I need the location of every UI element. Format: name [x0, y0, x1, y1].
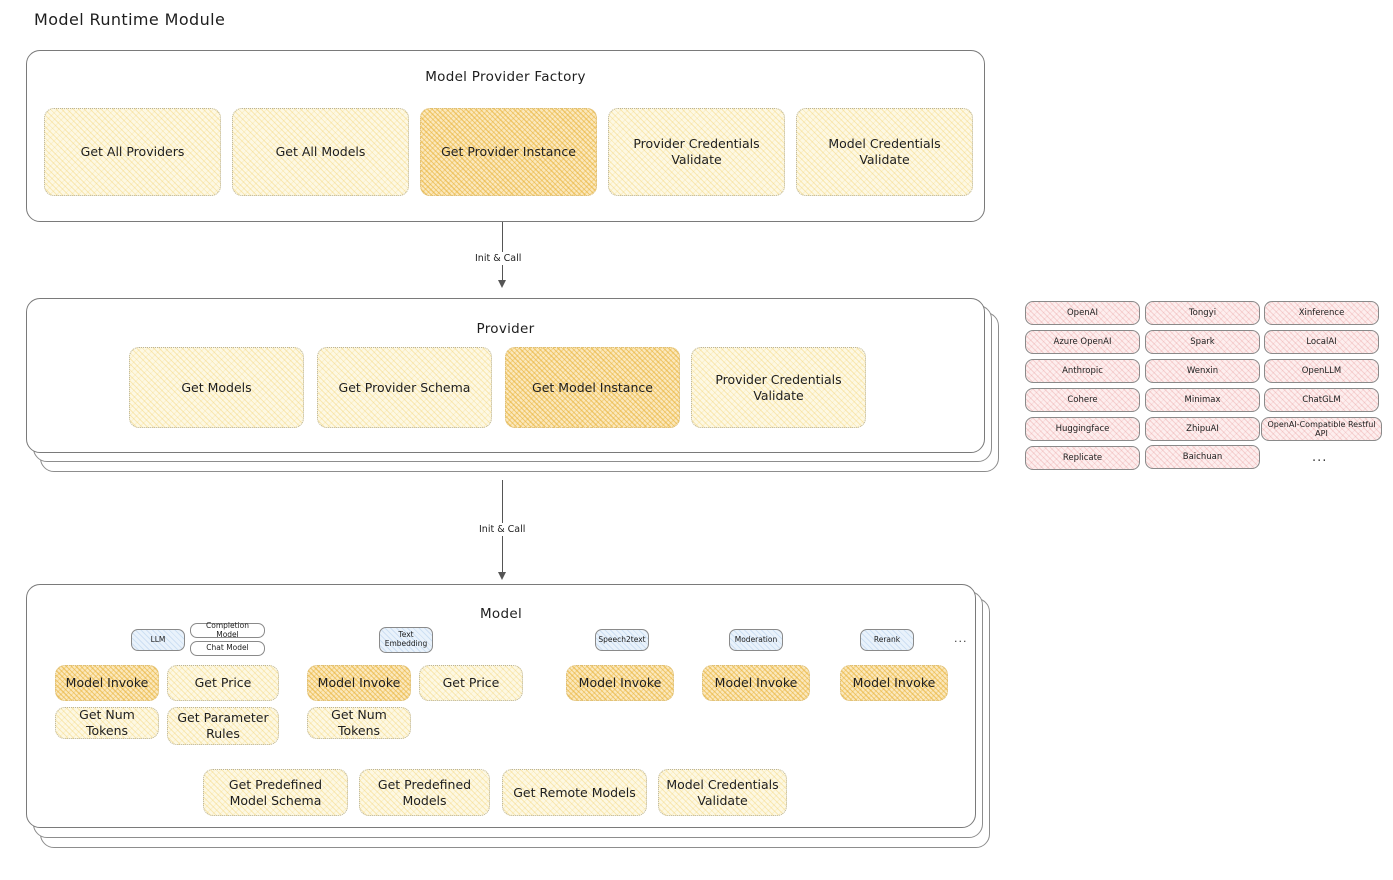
model-provider-factory-title: Model Provider Factory: [425, 69, 586, 85]
node-moderation-model-invoke[interactable]: Model Invoke: [702, 665, 810, 701]
arrow-provider-to-model-label: Init & Call: [476, 523, 529, 536]
node-get-all-providers[interactable]: Get All Providers: [44, 108, 221, 196]
node-get-remote-models[interactable]: Get Remote Models: [502, 769, 647, 816]
provider-chip-cohere[interactable]: Cohere: [1025, 388, 1140, 412]
arrow-factory-to-provider-head: [498, 280, 506, 288]
provider-chip-minimax[interactable]: Minimax: [1145, 388, 1260, 412]
provider-chip-baichuan[interactable]: Baichuan: [1145, 445, 1260, 469]
node-llm-get-num-tokens[interactable]: Get Num Tokens: [55, 707, 159, 739]
node-embedding-get-price[interactable]: Get Price: [419, 665, 523, 701]
provider-chip-wenxin[interactable]: Wenxin: [1145, 359, 1260, 383]
model-panel: Model LLM Completion Model Chat Model Te…: [26, 584, 976, 828]
provider-chip-openai-compatible-restful-api[interactable]: OpenAI-Compatible Restful API: [1261, 417, 1382, 441]
provider-panel: Provider Get Models Get Provider Schema …: [26, 298, 985, 453]
model-type-tag-speech2text[interactable]: Speech2text: [595, 629, 649, 651]
node-get-model-instance[interactable]: Get Model Instance: [505, 347, 680, 428]
provider-chip-tongyi[interactable]: Tongyi: [1145, 301, 1260, 325]
node-get-predefined-model-schema[interactable]: Get Predefined Model Schema: [203, 769, 348, 816]
provider-chip-azure-openai[interactable]: Azure OpenAI: [1025, 330, 1140, 354]
model-type-tag-moderation[interactable]: Moderation: [729, 629, 783, 651]
model-subtag-completion-model[interactable]: Completion Model: [190, 621, 265, 638]
node-get-provider-schema[interactable]: Get Provider Schema: [317, 347, 492, 428]
provider-chip-zhipuai[interactable]: ZhipuAI: [1145, 417, 1260, 441]
provider-chip-localai[interactable]: LocalAI: [1264, 330, 1379, 354]
node-embedding-get-num-tokens[interactable]: Get Num Tokens: [307, 707, 411, 739]
arrow-provider-to-model-head: [498, 572, 506, 580]
node-llm-get-price[interactable]: Get Price: [167, 665, 279, 701]
provider-chip-chatglm[interactable]: ChatGLM: [1264, 388, 1379, 412]
provider-chip-spark[interactable]: Spark: [1145, 330, 1260, 354]
model-types-more: ...: [954, 632, 968, 645]
node-llm-get-parameter-rules[interactable]: Get Parameter Rules: [167, 707, 279, 745]
node-get-all-models[interactable]: Get All Models: [232, 108, 409, 196]
node-embedding-model-invoke[interactable]: Model Invoke: [307, 665, 411, 701]
node-get-predefined-models[interactable]: Get Predefined Models: [359, 769, 490, 816]
provider-chip-huggingface[interactable]: Huggingface: [1025, 417, 1140, 441]
model-type-tag-rerank[interactable]: Rerank: [860, 629, 914, 651]
provider-title: Provider: [476, 321, 535, 337]
node-get-models[interactable]: Get Models: [129, 347, 304, 428]
node-provider-credentials-validate[interactable]: Provider Credentials Validate: [608, 108, 785, 196]
model-type-tag-text-embedding[interactable]: Text Embedding: [379, 627, 433, 653]
node-llm-model-invoke[interactable]: Model Invoke: [55, 665, 159, 701]
node-provider-credentials-validate-2[interactable]: Provider Credentials Validate: [691, 347, 866, 428]
node-model-credentials-validate[interactable]: Model Credentials Validate: [796, 108, 973, 196]
page-title: Model Runtime Module: [34, 10, 226, 29]
node-speech2text-model-invoke[interactable]: Model Invoke: [566, 665, 674, 701]
provider-list-more: ...: [1312, 450, 1328, 465]
model-type-tag-llm[interactable]: LLM: [131, 629, 185, 651]
arrow-factory-to-provider-label: Init & Call: [472, 252, 525, 265]
model-title: Model: [479, 606, 523, 622]
node-get-provider-instance[interactable]: Get Provider Instance: [420, 108, 597, 196]
node-model-credentials-validate-2[interactable]: Model Credentials Validate: [658, 769, 787, 816]
model-provider-factory-panel: Model Provider Factory Get All Providers…: [26, 50, 985, 222]
provider-chip-replicate[interactable]: Replicate: [1025, 446, 1140, 470]
node-rerank-model-invoke[interactable]: Model Invoke: [840, 665, 948, 701]
provider-chip-xinference[interactable]: Xinference: [1264, 301, 1379, 325]
model-subtag-chat-model[interactable]: Chat Model: [190, 641, 265, 656]
provider-chip-openllm[interactable]: OpenLLM: [1264, 359, 1379, 383]
provider-chip-anthropic[interactable]: Anthropic: [1025, 359, 1140, 383]
provider-chip-openai[interactable]: OpenAI: [1025, 301, 1140, 325]
